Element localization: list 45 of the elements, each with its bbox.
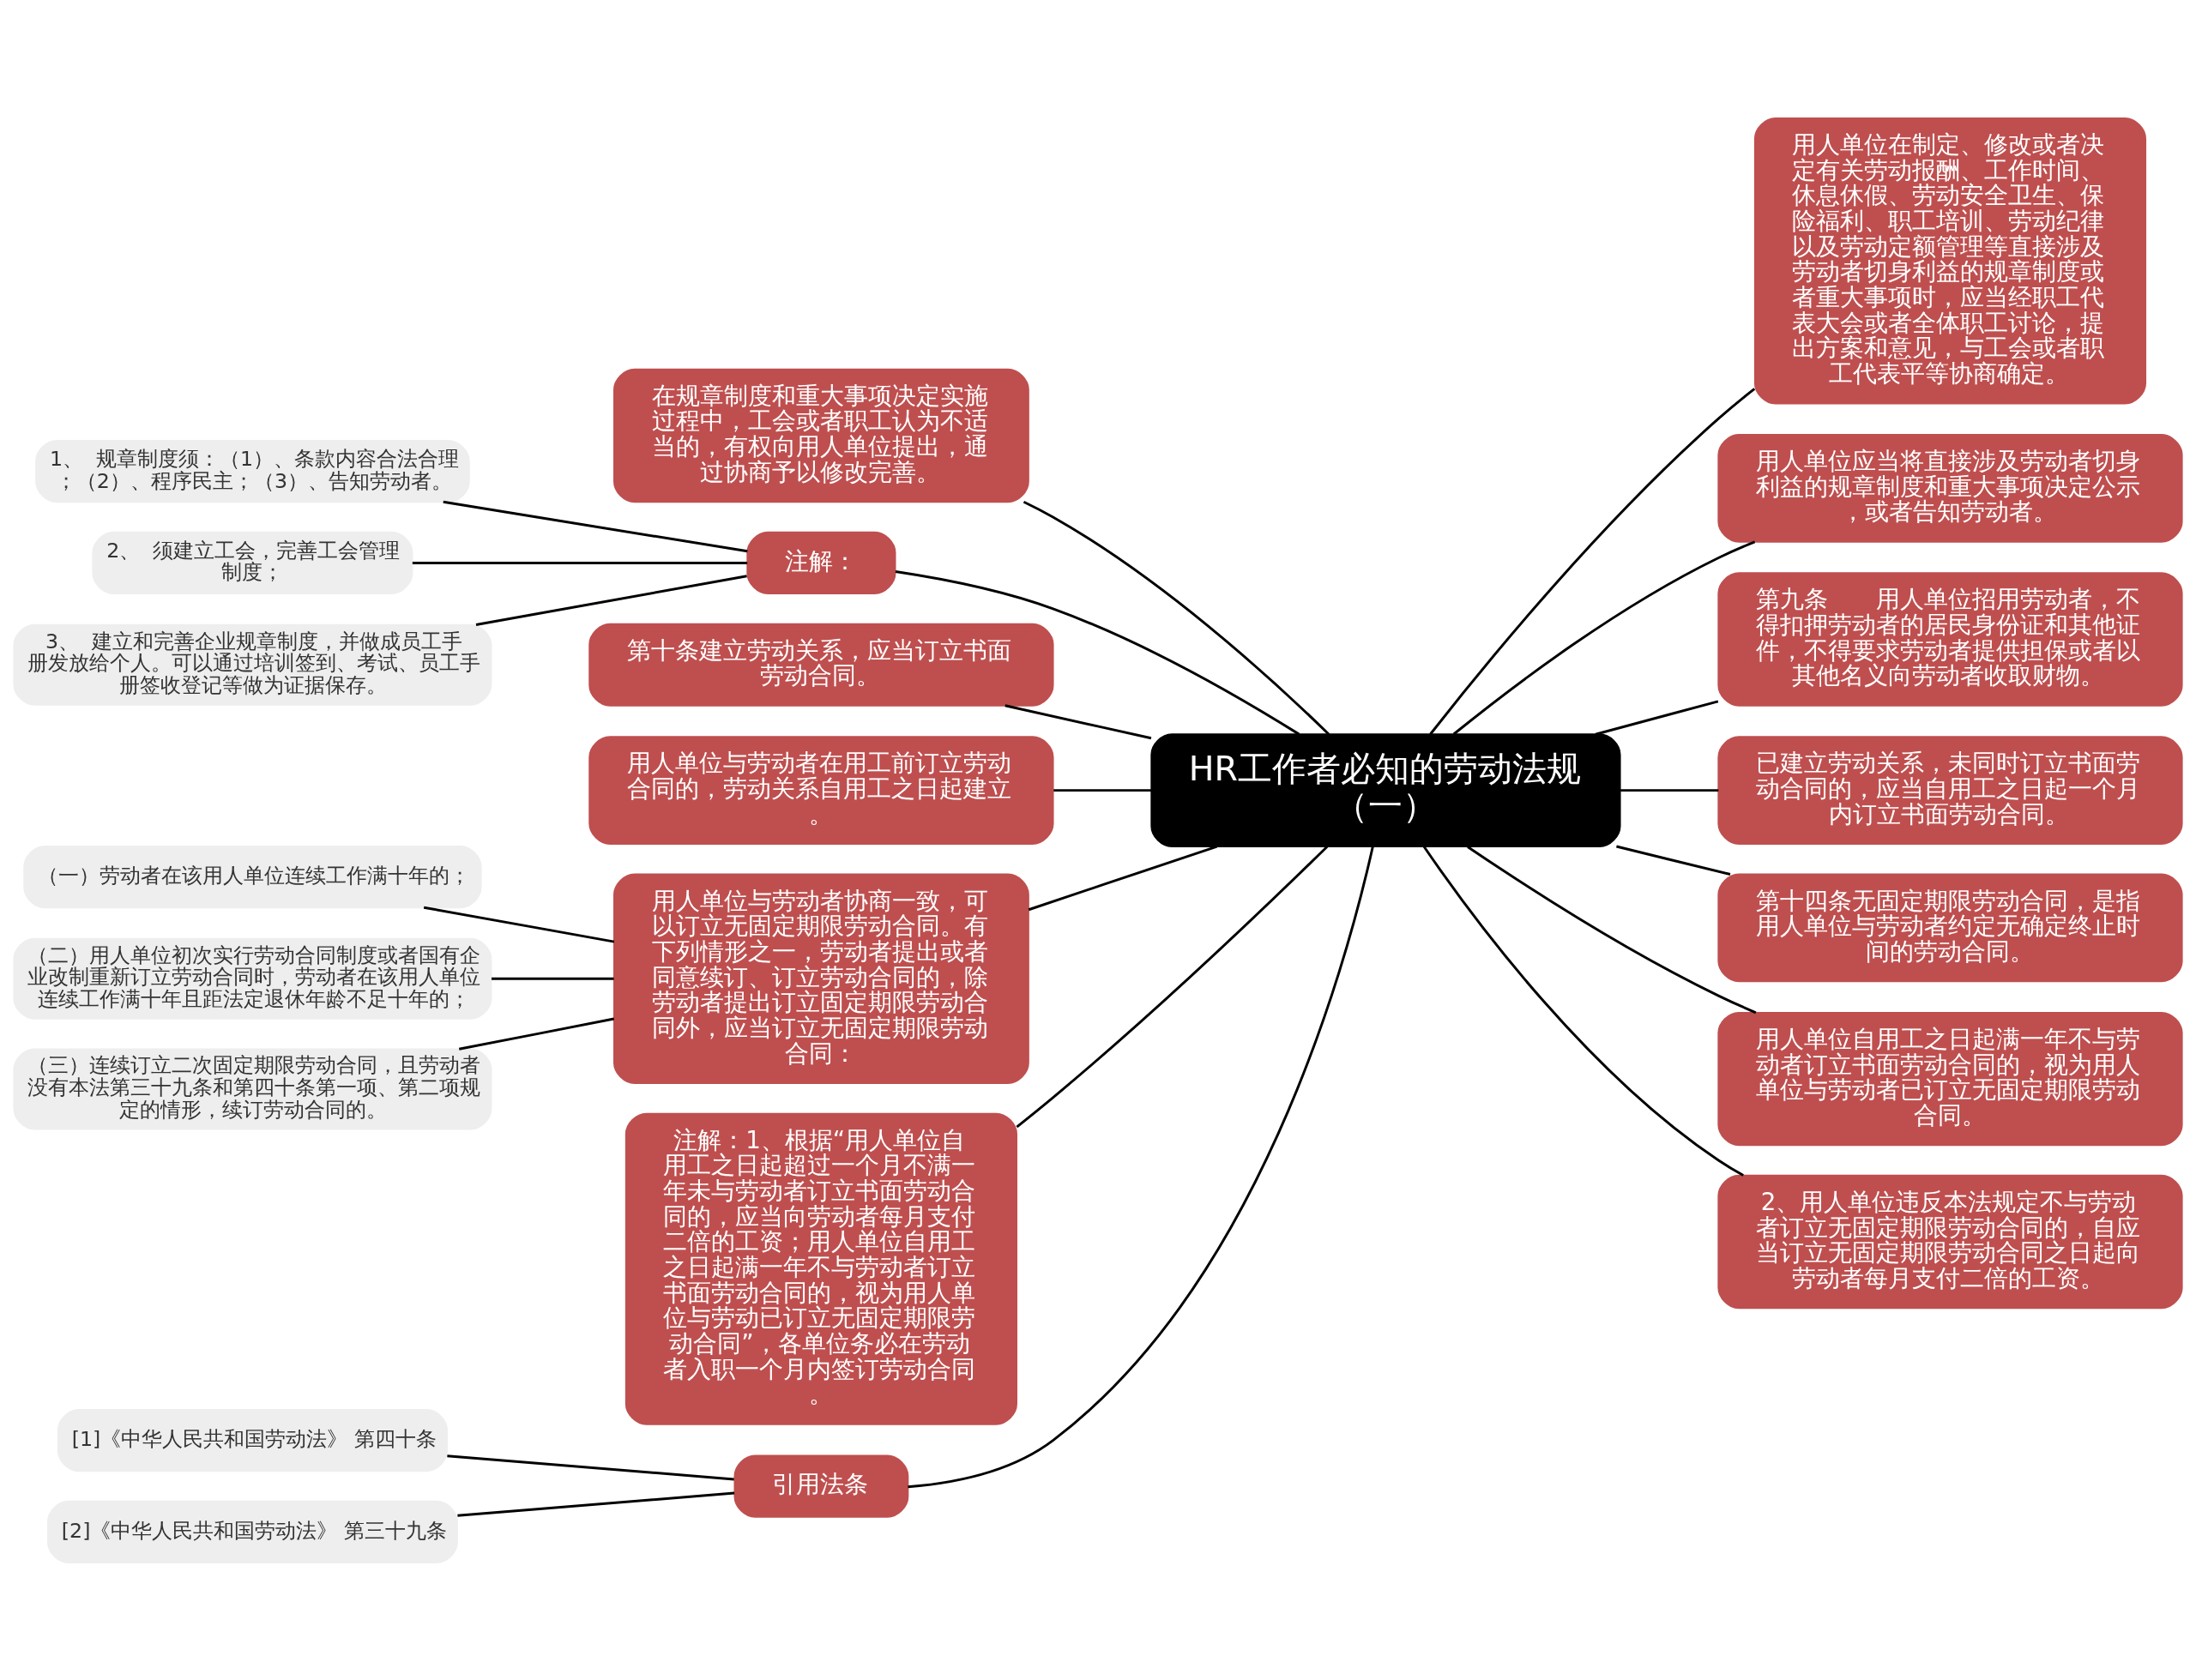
connector: [1620, 788, 1719, 792]
connector: [412, 561, 748, 564]
connector: [1023, 500, 1330, 735]
connector: [423, 906, 615, 943]
node-box: 1、 规章制度须：（1）、条款内容合法合理；（2）、程序民主；（3）、告知劳动者。: [35, 439, 470, 503]
connector: [1028, 845, 1218, 911]
node-box: 用人单位与劳动者在用工前订立劳动合同的，劳动关系自用工之日起建立。: [588, 735, 1054, 845]
connector: [1467, 845, 1757, 1014]
node-box: 引用法条: [733, 1454, 909, 1518]
node-box: 用人单位自用工之日起满一年不与劳动者订立书面劳动合同的，视为用人单位与劳动者已订立无固定期限劳动合同。: [1717, 1011, 2183, 1146]
connector: [492, 977, 614, 980]
node-box: 2、 须建立工会，完善工会管理制度；: [92, 531, 413, 594]
node-box: [2]《中华人民共和国劳动法》 第三十九条: [46, 1500, 458, 1563]
connector: [1452, 540, 1756, 735]
connector: [457, 1491, 735, 1517]
connector: [895, 569, 1300, 735]
node-box: （三）连续订立二次固定期限劳动合同，且劳动者没有本法第三十九条和第四十条第一项、第二项规定的情形，续订劳动合同的。: [13, 1047, 492, 1129]
node-box: [1]《中华人民共和国劳动法》 第四十条: [57, 1408, 449, 1472]
connector: [1016, 845, 1329, 1128]
connector: [908, 846, 1374, 1488]
node-box: 用人单位应当将直接涉及劳动者切身利益的规章制度和重大事项决定公示，或者告知劳动者。: [1717, 433, 2183, 543]
connector: [1004, 703, 1152, 739]
connector: [459, 1017, 614, 1051]
node-box: 第十条建立劳动关系，应当订立书面劳动合同。: [588, 623, 1054, 707]
node-box: 第十四条无固定期限劳动合同，是指用人单位与劳动者约定无确定终止时间的劳动合同。: [1717, 873, 2183, 982]
connector: [1616, 845, 1731, 876]
node-box: （一）劳动者在该用人单位连续工作满十年的；: [23, 845, 482, 908]
connector: [1422, 845, 1744, 1177]
node-box: HR工作者必知的劳动法规（一）: [1150, 732, 1621, 847]
connector: [447, 1454, 734, 1480]
node-box: 用人单位在制定、修改或者决定有关劳动报酬、工作时间、休息休假、劳动安全卫生、保险福利、职工培训、劳动纪律以及劳动定额管理等直接涉及劳动者切身利益的规章制度或者重大事项时，应当经职工代表大会或者全体职工讨论，提出方案和意见，与工会或者职工代表平等协商确定。: [1753, 117, 2147, 404]
node-box: 注解：1、根据“用人单位自用工之日起超过一个月不满一年未与劳动者订立书面劳动合同的，应当向劳动者每月支付二倍的工资；用人单位自用工之日起满一年不与劳动者订立书面劳动合同的，视为用人单位与劳动已订立无固定期限劳动合同”，各单位务必在劳动者入职一个月内签订劳动合同。: [624, 1112, 1017, 1425]
connector: [1595, 699, 1719, 736]
node-box: 第九条 用人单位招用劳动者，不得扣押劳动者的居民身份证和其他证件，不得要求劳动者提供担保或者以其他名义向劳动者收取财物。: [1717, 571, 2183, 707]
node-box: 已建立劳动关系，未同时订立书面劳动合同的，应当自用工之日起一个月内订立书面劳动合同。: [1717, 735, 2183, 845]
connector: [1053, 788, 1151, 792]
node-box: （二）用人单位初次实行劳动合同制度或者国有企业改制重新订立劳动合同时，劳动者在该用人单位连续工作满十年且距法定退休年龄不足十年的；: [13, 937, 492, 1020]
node-box: 在规章制度和重大事项决定实施过程中，工会或者职工认为不适当的，有权向用人单位提出，通过协商予以修改完善。: [613, 368, 1029, 503]
node-box: 注解：: [746, 531, 896, 594]
node-box: 3、 建立和完善企业规章制度，并做成员工手册发放给个人。可以通过培训签到、考试、员工手册签收登记等做为证据保存。: [13, 623, 492, 706]
node-box: 用人单位与劳动者协商一致，可以订立无固定期限劳动合同。有下列情形之一，劳动者提出或者同意续订、订立劳动合同的，除劳动者提出订立固定期限劳动合同外，应当订立无固定期限劳动合同：: [613, 873, 1029, 1084]
connector: [443, 500, 748, 552]
connector: [475, 574, 747, 626]
node-box: 2、用人单位违反本法规定不与劳动者订立无固定期限劳动合同的，自应当订立无固定期限劳动合同之日起向劳动者每月支付二倍的工资。: [1717, 1174, 2183, 1309]
connector: [1429, 387, 1756, 735]
